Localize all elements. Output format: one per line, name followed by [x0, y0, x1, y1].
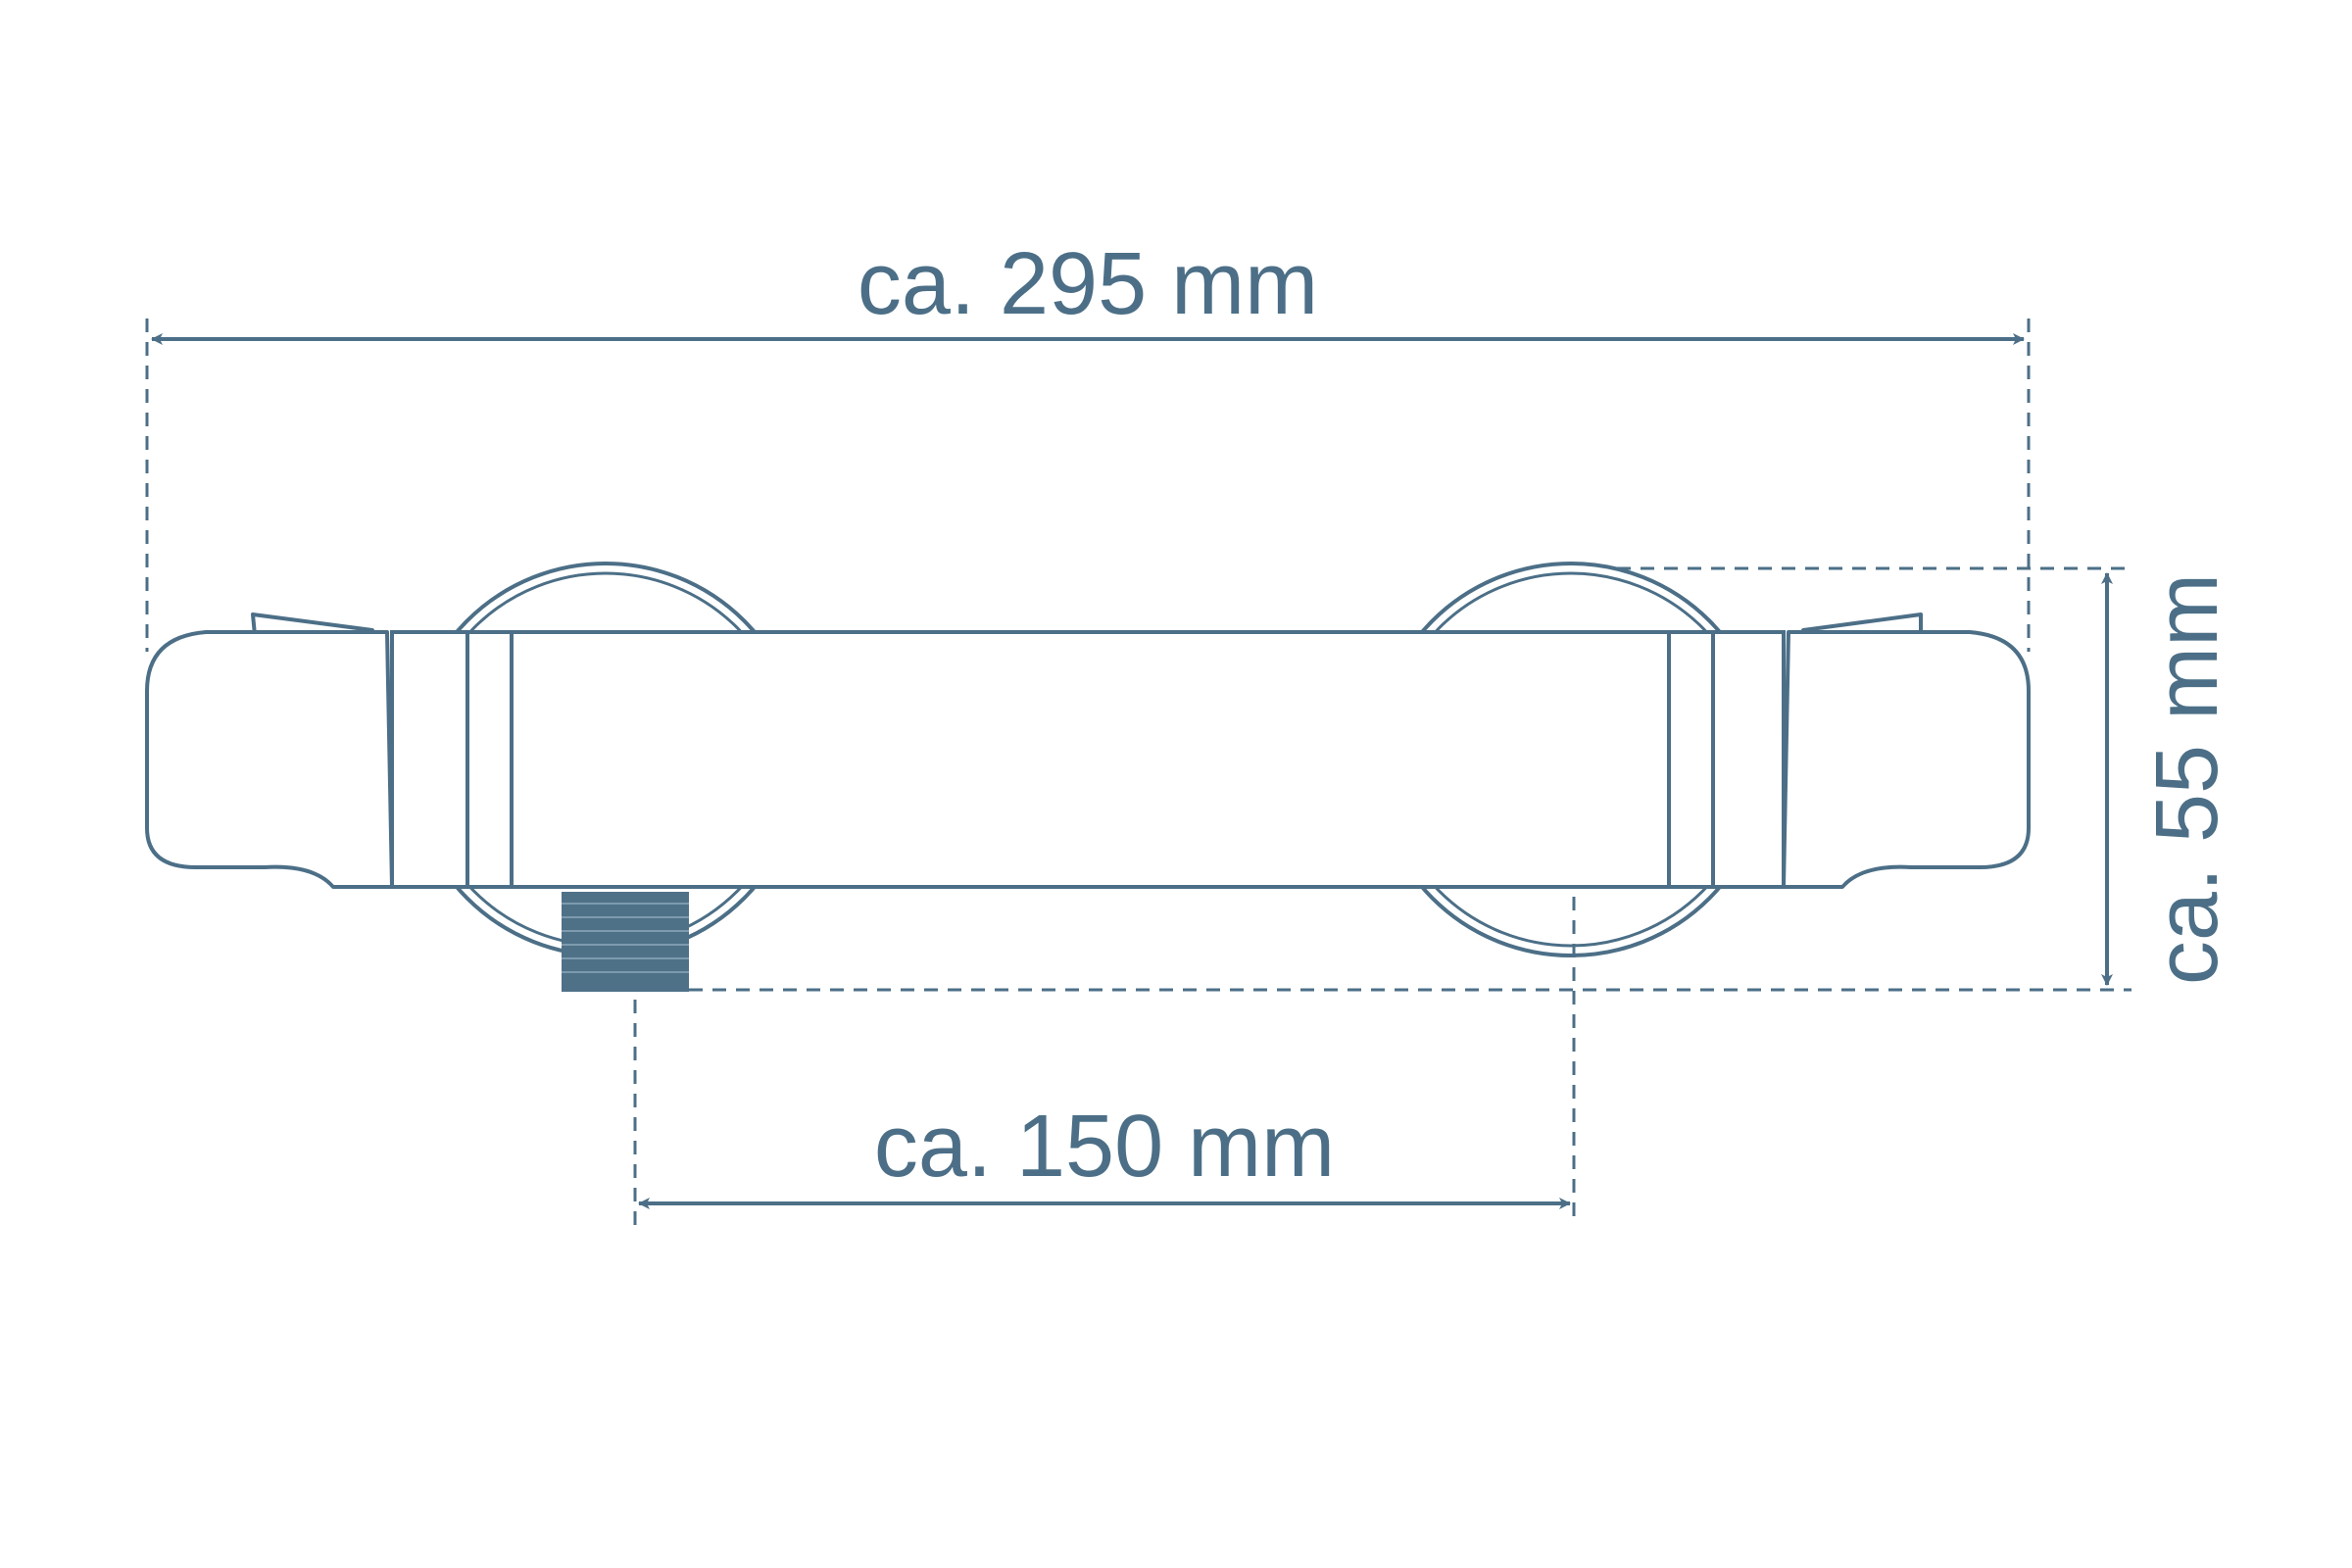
- threaded-outlet: [562, 892, 689, 992]
- dimension-label-connection-spacing: ca. 150 mm: [874, 1098, 1335, 1196]
- right-handle: [1782, 630, 2031, 889]
- dimension-label-total-width: ca. 295 mm: [858, 235, 1318, 333]
- mixer-body: [390, 630, 1786, 889]
- left-handle: [145, 630, 394, 889]
- extension-lines: [145, 318, 2132, 1225]
- dimension-label-depth: ca. 55 mm: [2138, 573, 2236, 985]
